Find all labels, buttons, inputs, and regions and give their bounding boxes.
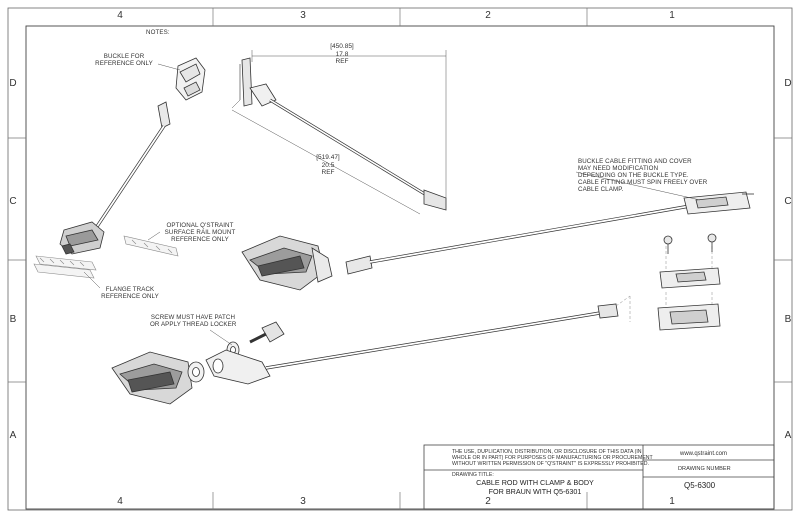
zone-row-label: C (9, 196, 17, 207)
zone-row-label: B (784, 314, 792, 325)
zone-ticks (8, 8, 792, 510)
drawing-number: Q5-6300 (684, 481, 716, 490)
rod-assembly-exploded (111, 233, 721, 405)
zone-column-label: 4 (117, 496, 123, 507)
zone-column-label: 1 (669, 10, 675, 21)
drawing-title-label: DRAWING TITLE: (452, 472, 494, 478)
zone-column-label: 3 (300, 10, 306, 21)
zone-column-label: 2 (485, 496, 491, 507)
zone-row-label: D (784, 78, 792, 89)
zone-row-label: A (9, 430, 17, 441)
zone-row-label: A (784, 430, 792, 441)
zone-row-label: C (784, 196, 792, 207)
rod-assembly-upper-left (33, 57, 206, 279)
rod-assembly-main (241, 191, 754, 291)
zone-column-label: 4 (117, 10, 123, 21)
zone-column-label: 2 (485, 10, 491, 21)
outer-border (7, 7, 793, 511)
rod-assembly-dimensioned (231, 50, 447, 215)
notes-label: NOTES: (146, 29, 170, 36)
drawing-number-label: DRAWING NUMBER (678, 466, 731, 472)
leader-lines (83, 63, 701, 346)
zone-row-label: B (9, 314, 17, 325)
title-block-frame (423, 444, 775, 510)
disclaimer-text: THE USE, DUPLICATION, DISTRIBUTION, OR D… (452, 449, 653, 467)
company-website: www.qstraint.com (680, 451, 728, 457)
inner-border (25, 25, 775, 510)
zone-row-label: D (9, 78, 17, 89)
zone-column-label: 3 (300, 496, 306, 507)
zone-column-label: 1 (669, 496, 675, 507)
